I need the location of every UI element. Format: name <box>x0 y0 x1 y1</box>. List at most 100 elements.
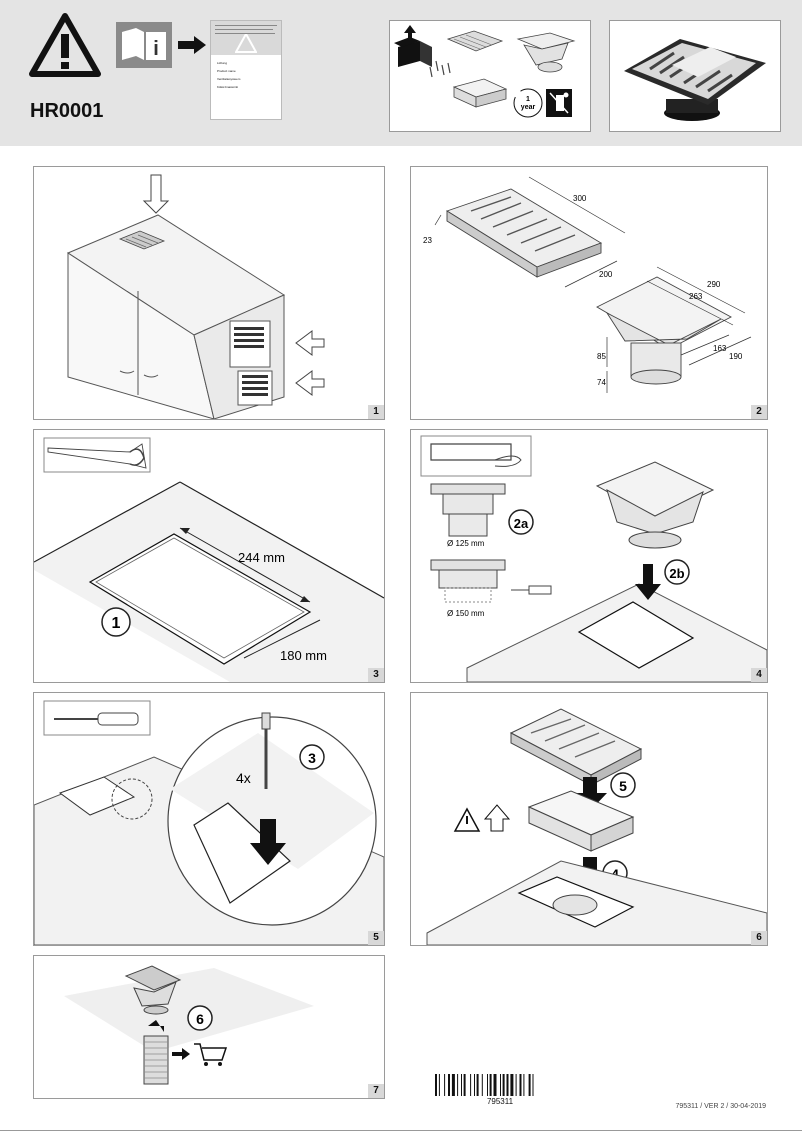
warranty-unit: year <box>521 104 536 111</box>
step-2-panel: 300 23 200 290 263 85 163 190 74 2 <box>410 166 768 420</box>
step-number: 3 <box>368 668 384 682</box>
barcode-bar <box>438 1074 440 1096</box>
header-band: i Lüftung Product name Ventilatiesysteem… <box>0 0 802 146</box>
barcode-bar <box>474 1074 475 1096</box>
knife-icon <box>511 585 552 595</box>
step-number: 7 <box>368 1084 384 1098</box>
warning-icon <box>29 13 101 77</box>
product-render <box>624 39 766 121</box>
booklet-lang-2: Product name <box>217 69 236 73</box>
recycle-bin-icon <box>546 89 572 117</box>
adapter-150 <box>430 559 506 603</box>
adapter-125 <box>430 483 506 537</box>
booklet-lang-1: Lüftung <box>217 61 228 65</box>
barcode-bar <box>461 1074 462 1096</box>
barcode-bar <box>519 1074 522 1096</box>
barcode-bar <box>444 1074 446 1096</box>
barcode-bar <box>457 1074 459 1096</box>
booklet-lang-4: Kökä ilmastointi <box>217 85 239 89</box>
unbox-illustration: 1 year <box>394 25 576 118</box>
step-5-screws: 3 4x <box>34 700 384 945</box>
dim-74: 74 <box>597 378 606 387</box>
step-number: 1 <box>368 405 384 419</box>
barcode-bar <box>493 1074 497 1096</box>
callout-number: 6 <box>196 1011 204 1027</box>
caution-icon <box>453 807 481 832</box>
svg-text:i: i <box>153 38 159 60</box>
dim-85: 85 <box>597 352 606 361</box>
step-number: 2 <box>751 405 767 419</box>
callout-4: 4 <box>611 866 619 882</box>
step-6-panel: 5 4 6 <box>410 692 768 946</box>
step-number: 5 <box>368 931 384 945</box>
callout-number: 1 <box>112 615 121 632</box>
step-4-diameter: Ø 125 mm 2a Ø 150 mm 2b <box>420 435 767 682</box>
dim-190: 190 <box>729 352 743 361</box>
diameter-150: Ø 150 mm <box>447 609 485 618</box>
barcode-bar <box>489 1074 492 1096</box>
footer-divider <box>0 1130 802 1131</box>
hacksaw-icon <box>430 443 522 467</box>
unbox-panel: 1 year <box>389 20 591 132</box>
barcode-bar <box>510 1074 514 1096</box>
step-6-assembly: 5 4 <box>426 708 767 945</box>
barcode-bar <box>476 1074 479 1096</box>
warranty-circle <box>513 88 543 118</box>
dim-300: 300 <box>573 194 587 203</box>
barcode-bar <box>500 1074 501 1096</box>
dim-23: 23 <box>423 236 432 245</box>
booklet-warning-icon <box>235 33 257 53</box>
booklet-lang-3: Ventilatiesysteem <box>217 77 241 81</box>
step-5-panel: 3 4x 5 <box>33 692 385 946</box>
callout-circle <box>101 607 131 637</box>
step-1-panel: 1 <box>33 166 385 420</box>
dim-200: 200 <box>599 270 613 279</box>
housing-part <box>516 32 576 73</box>
manual-info-icon: i <box>116 22 172 68</box>
step-3-cutout: 244 mm 180 mm 1 <box>34 437 384 682</box>
step-7-duct: 6 <box>64 965 314 1085</box>
barcode-bar <box>451 1074 455 1096</box>
step-4-panel: Ø 125 mm 2a Ø 150 mm 2b 4 <box>410 429 768 683</box>
barcode-bar <box>487 1074 488 1096</box>
up-arrow-icon <box>483 804 511 832</box>
dim-290: 290 <box>707 280 721 289</box>
step-number: 6 <box>751 931 767 945</box>
step-3-panel: 244 mm 180 mm 1 3 <box>33 429 385 683</box>
barcode-number: 795311 <box>486 1097 514 1106</box>
step-2-dimensions: 300 23 200 290 263 85 163 190 74 <box>423 176 752 393</box>
barcode-bar <box>463 1074 466 1096</box>
callout-5: 5 <box>619 778 627 794</box>
label-2b: 2b <box>669 566 684 581</box>
barcode-bar <box>515 1074 517 1096</box>
saw-icon <box>47 443 147 469</box>
barcode-bar <box>435 1074 437 1096</box>
safety-booklet: Lüftung Product name Ventilatiesysteem K… <box>210 20 282 120</box>
dim-263: 263 <box>689 292 703 301</box>
dimension-length: 244 mm <box>238 550 285 565</box>
barcode-bar <box>448 1074 450 1096</box>
label-2a: 2a <box>514 516 529 531</box>
barcode-bar <box>532 1074 534 1096</box>
filter-part <box>452 78 508 108</box>
arrow-right-icon <box>178 36 206 54</box>
product-render-panel <box>609 20 781 132</box>
screws-part <box>429 60 451 78</box>
screwdriver-icon <box>54 712 139 726</box>
barcode-bar <box>523 1074 525 1096</box>
dim-163: 163 <box>713 344 727 353</box>
barcode-bar <box>506 1074 509 1096</box>
barcode <box>435 1074 534 1096</box>
screw-quantity: 4x <box>236 770 251 786</box>
callout-number: 3 <box>308 750 316 766</box>
barcode-bar <box>470 1074 472 1096</box>
barcode-bar <box>528 1074 531 1096</box>
diameter-125: Ø 125 mm <box>447 539 485 548</box>
version-info: 795311 / VER 2 / 30-04-2019 <box>675 1103 766 1110</box>
barcode-bar <box>502 1074 505 1096</box>
dimension-width: 180 mm <box>280 648 327 663</box>
shopping-cart-icon <box>194 1043 228 1066</box>
barcode-bar <box>481 1074 483 1096</box>
step-7-panel: 6 7 <box>33 955 385 1099</box>
step-number: 4 <box>751 668 767 682</box>
